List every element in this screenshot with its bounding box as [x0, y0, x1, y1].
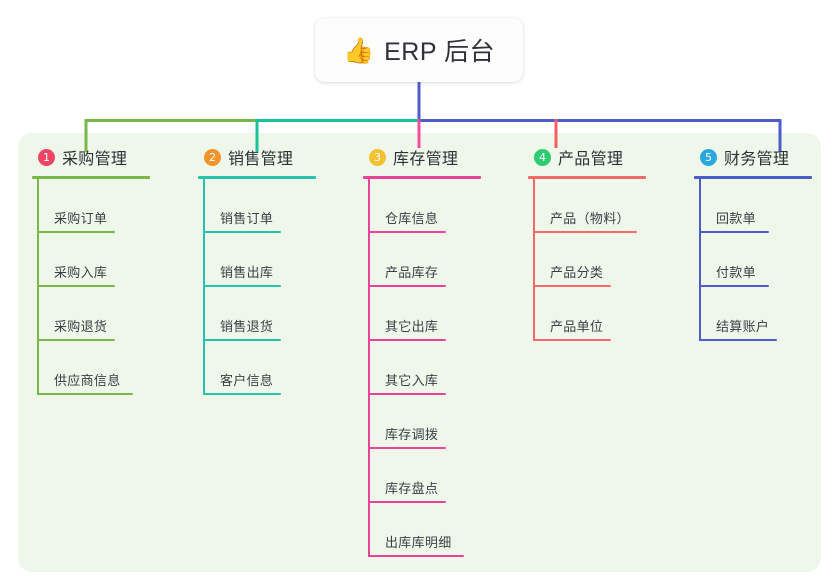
leaf-node[interactable]: 产品库存: [363, 233, 513, 287]
leaf-underline: [699, 231, 769, 233]
root-node-card[interactable]: 👍 ERP 后台: [315, 18, 523, 82]
leaf-underline: [699, 285, 769, 287]
connector-bar-segment: [257, 119, 419, 122]
leaf-node[interactable]: 产品分类: [528, 233, 678, 287]
leaf-node[interactable]: 产品单位: [528, 287, 678, 341]
leaf-label: 采购订单: [54, 211, 108, 226]
branch-header-1[interactable]: 1 采购管理: [32, 145, 182, 169]
leaf-underline: [37, 231, 115, 233]
branches-panel: [18, 133, 821, 572]
leaf-label: 其它出库: [385, 319, 439, 334]
leaf-label: 采购入库: [54, 265, 108, 280]
leaf-node[interactable]: 出库库明细: [363, 503, 513, 557]
root-node-title: ERP 后台: [384, 38, 496, 66]
leaf-underline: [533, 339, 611, 341]
branch-header-underline: [198, 176, 316, 179]
leaf-underline: [533, 285, 611, 287]
branch-column-1: 1 采购管理采购订单采购入库采购退货供应商信息: [32, 145, 182, 395]
leaf-label: 销售订单: [220, 211, 274, 226]
leaf-node[interactable]: 采购订单: [32, 179, 182, 233]
leaf-node[interactable]: 库存盘点: [363, 449, 513, 503]
branch-badge-3: 3: [369, 148, 386, 166]
leaf-label: 回款单: [716, 211, 756, 226]
leaf-label: 库存调拨: [385, 427, 439, 442]
branch-column-4: 4 产品管理产品（物料） 产品分类产品单位: [528, 145, 678, 341]
leaf-node[interactable]: 回款单: [694, 179, 824, 233]
leaf-node[interactable]: 产品（物料）: [528, 179, 678, 233]
branch-header-5[interactable]: 5 财务管理: [694, 145, 824, 169]
leaf-underline: [699, 339, 777, 341]
branch-header-2[interactable]: 2 销售管理: [198, 145, 348, 169]
leaf-node[interactable]: 客户信息: [198, 341, 348, 395]
leaf-underline: [203, 339, 281, 341]
branch-title-5: 财务管理: [724, 151, 790, 168]
leaf-node[interactable]: 库存调拨: [363, 395, 513, 449]
leaf-underline: [203, 285, 281, 287]
leaf-node[interactable]: 采购退货: [32, 287, 182, 341]
connector-bar-segment: [419, 119, 780, 122]
branch-badge-5: 5: [700, 148, 717, 166]
leaf-underline: [533, 231, 637, 233]
branch-header-underline: [363, 176, 481, 179]
branch-header-3[interactable]: 3 库存管理: [363, 145, 513, 169]
leaf-label: 客户信息: [220, 373, 274, 388]
leaf-node[interactable]: 其它入库: [363, 341, 513, 395]
branch-badge-2: 2: [204, 148, 221, 166]
leaf-underline: [37, 339, 115, 341]
leaf-underline: [368, 393, 446, 395]
branch-column-2: 2 销售管理销售订单销售出库销售退货客户信息: [198, 145, 348, 395]
leaf-label: 库存盘点: [385, 481, 439, 496]
leaf-underline: [37, 285, 115, 287]
leaf-node[interactable]: 其它出库: [363, 287, 513, 341]
branch-header-underline: [528, 176, 646, 179]
leaf-node[interactable]: 销售退货: [198, 287, 348, 341]
leaf-underline: [368, 555, 464, 557]
leaf-label: 采购退货: [54, 319, 108, 334]
branch-header-underline: [32, 176, 150, 179]
leaf-node[interactable]: 仓库信息: [363, 179, 513, 233]
leaf-label: 供应商信息: [54, 373, 121, 388]
leaf-underline: [368, 447, 446, 449]
leaf-node[interactable]: 销售订单: [198, 179, 348, 233]
root-trunk-line: [417, 82, 421, 122]
leaf-underline: [368, 285, 446, 287]
leaf-label: 产品单位: [550, 319, 604, 334]
leaf-underline: [203, 231, 281, 233]
leaf-label: 出库库明细: [385, 535, 452, 550]
leaf-label: 销售退货: [220, 319, 274, 334]
leaf-label: 其它入库: [385, 373, 439, 388]
connector-bar-segment: [86, 119, 257, 122]
leaf-node[interactable]: 结算账户: [694, 287, 824, 341]
leaf-label: 产品分类: [550, 265, 604, 280]
leaf-label: 付款单: [716, 265, 756, 280]
branch-title-1: 采购管理: [62, 151, 128, 168]
branch-title-3: 库存管理: [393, 151, 459, 168]
leaf-underline: [368, 501, 446, 503]
leaf-node[interactable]: 付款单: [694, 233, 824, 287]
branch-title-4: 产品管理: [558, 151, 624, 168]
branch-title-2: 销售管理: [228, 151, 294, 168]
leaf-underline: [203, 393, 281, 395]
leaf-label: 产品库存: [385, 265, 439, 280]
leaf-underline: [368, 339, 446, 341]
branch-badge-1: 1: [38, 148, 55, 166]
leaf-underline: [368, 231, 446, 233]
branch-badge-4: 4: [534, 148, 551, 166]
leaf-label: 产品（物料）: [550, 211, 630, 226]
branch-header-4[interactable]: 4 产品管理: [528, 145, 678, 169]
leaf-node[interactable]: 销售出库: [198, 233, 348, 287]
leaf-node[interactable]: 供应商信息: [32, 341, 182, 395]
branch-column-3: 3 库存管理仓库信息产品库存其它出库其它入库库存调拨库存盘点出库库明细: [363, 145, 513, 557]
branch-column-5: 5 财务管理回款单付款单结算账户: [694, 145, 824, 341]
thumbs-up-icon: 👍: [342, 35, 375, 65]
branch-header-underline: [694, 176, 812, 179]
leaf-underline: [37, 393, 133, 395]
leaf-node[interactable]: 采购入库: [32, 233, 182, 287]
leaf-label: 销售出库: [220, 265, 274, 280]
leaf-label: 结算账户: [716, 319, 770, 334]
leaf-label: 仓库信息: [385, 211, 439, 226]
